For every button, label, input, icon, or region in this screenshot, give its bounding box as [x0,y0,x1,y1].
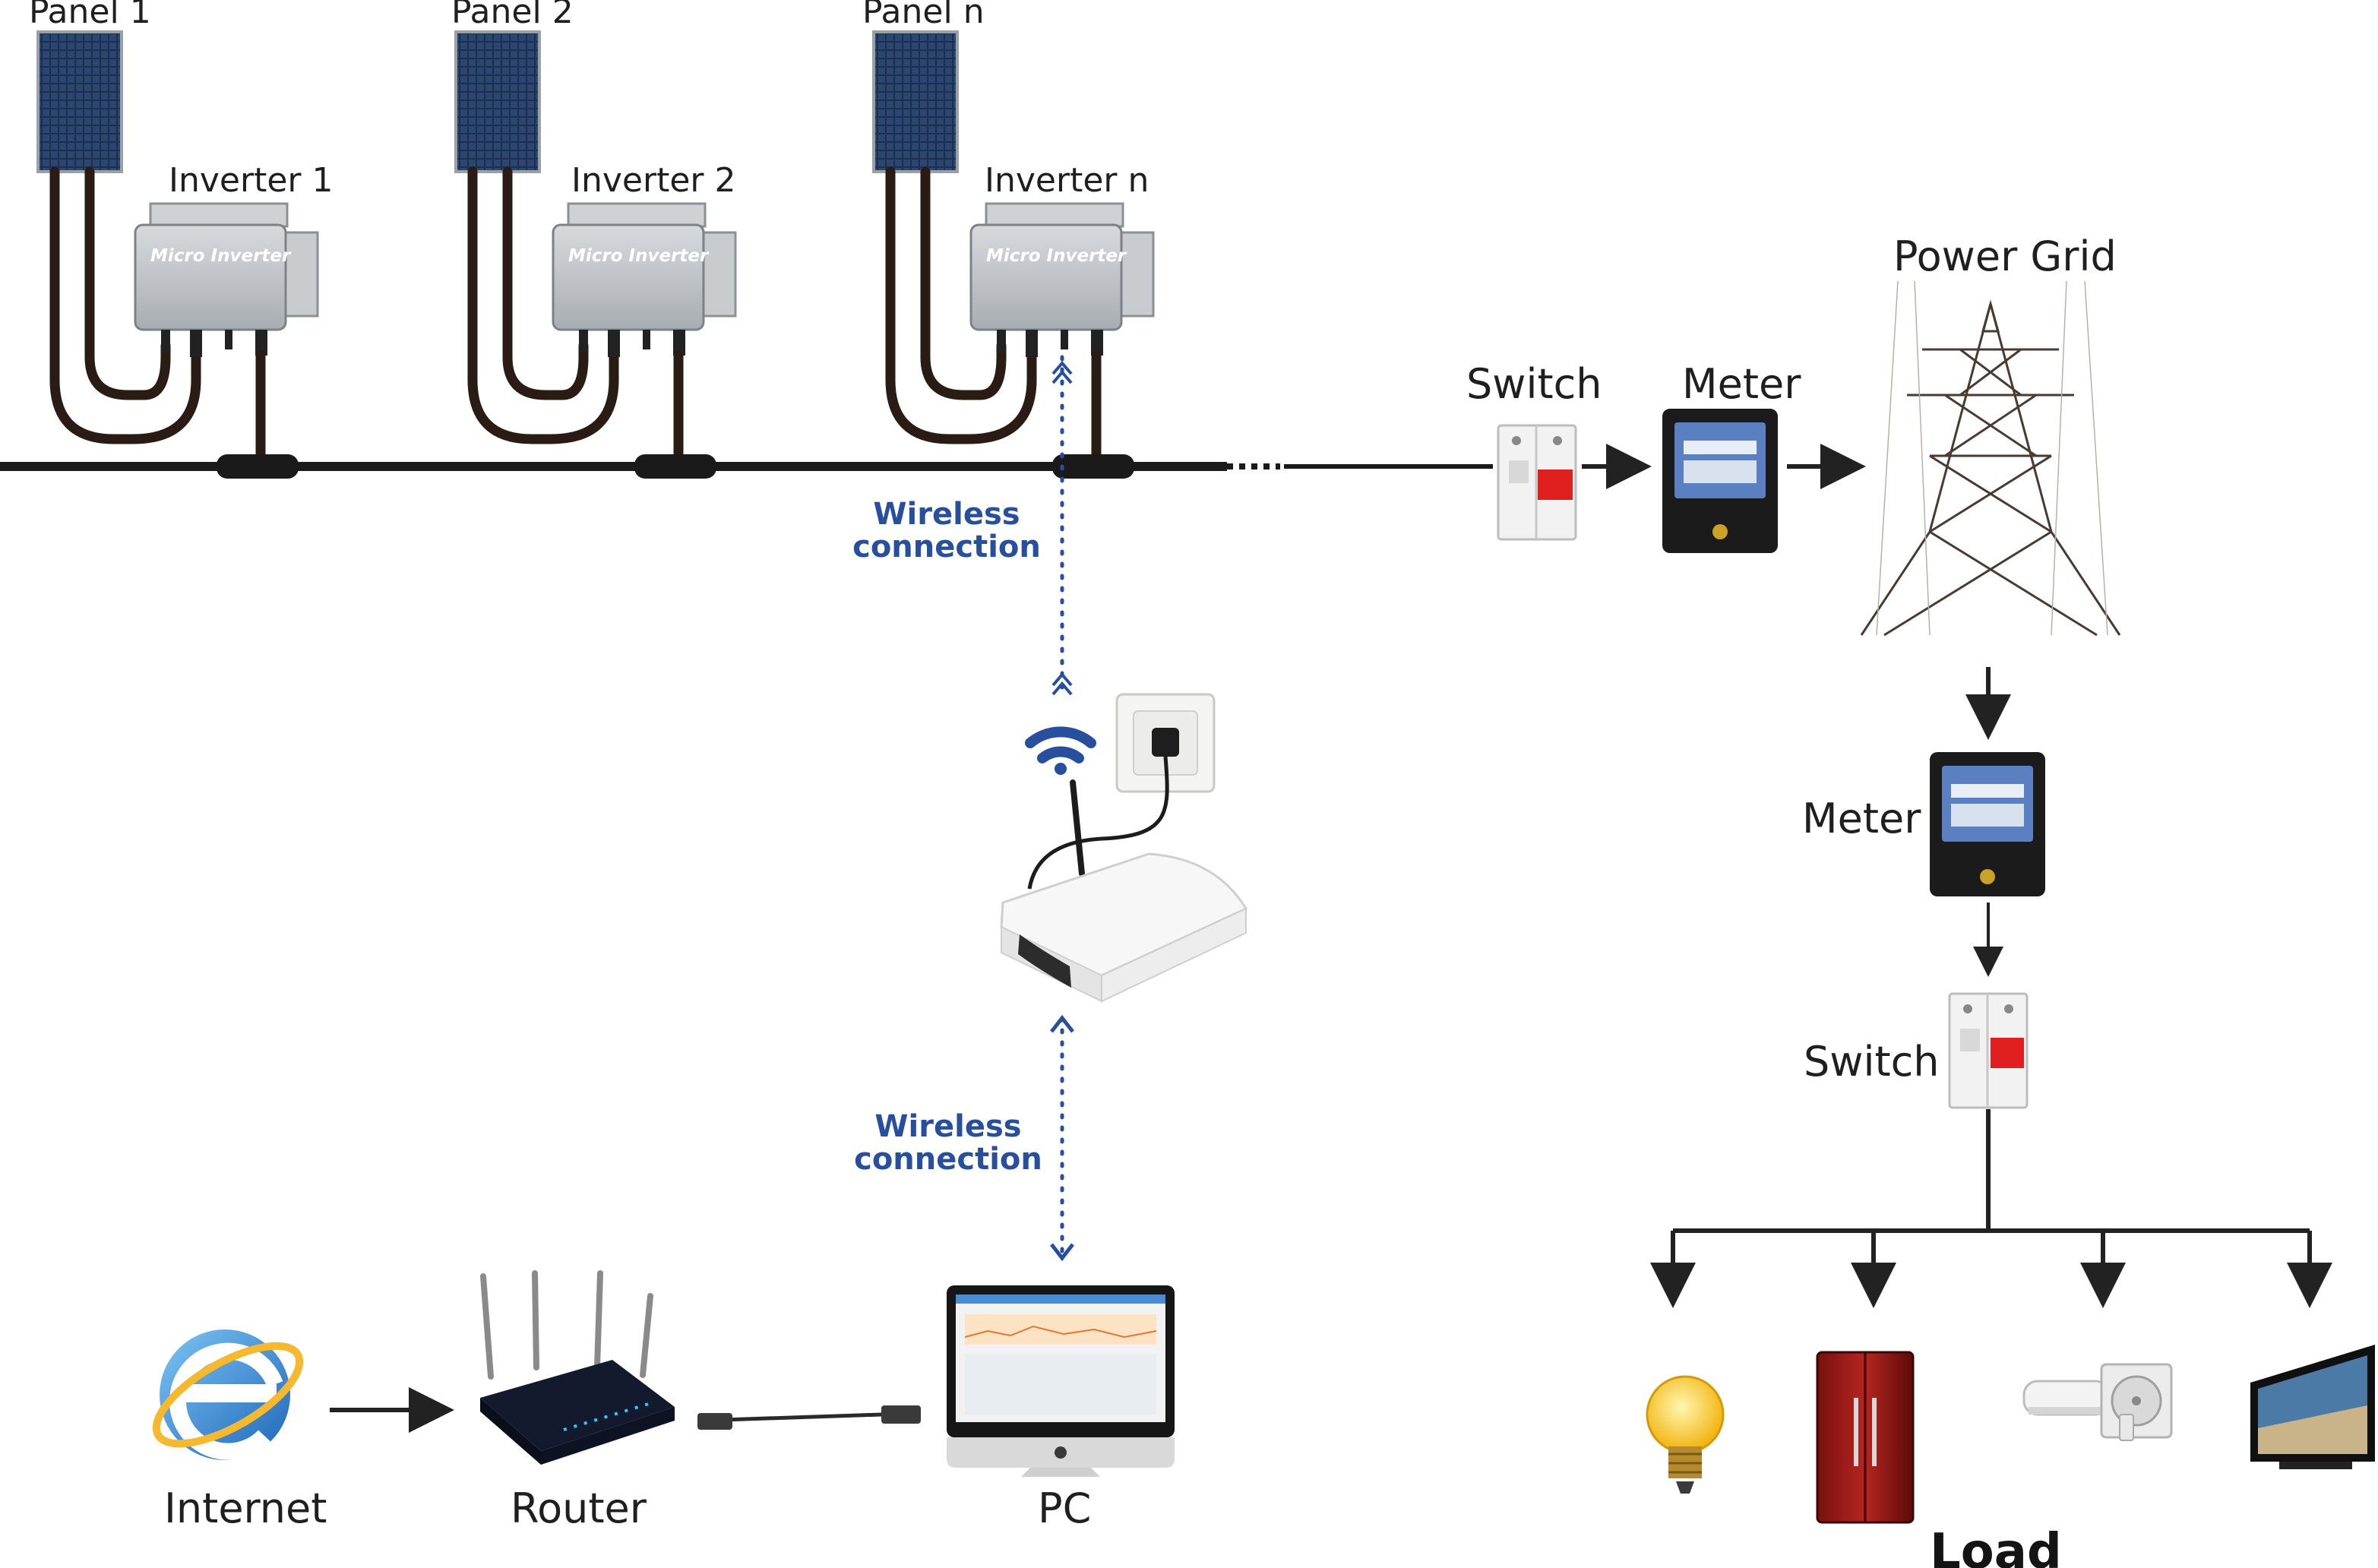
inverter-body-text: Micro Inverter [568,246,710,266]
micro-inverter-icon [552,202,737,357]
electric-meter-icon [1930,752,2045,896]
load-distribution-lines [1650,1109,2332,1308]
solar-unit-2: Micro Inverter [454,30,737,479]
power-grid-label: Power Grid [1893,232,2117,280]
wireless-link-bottom [1050,1014,1074,1262]
switch-breaker-icon [1497,424,1577,541]
wireless-label-bottom-line2: connection [854,1142,1042,1177]
power-grid-tower-icon [1860,280,2121,637]
t-connector [634,454,716,479]
solar-panel-icon [36,30,123,173]
inverter-body-text: Micro Inverter [150,246,292,266]
micro-inverter-icon [969,202,1155,357]
pc-label: PC [1038,1484,1091,1532]
inverter-1-label: Inverter 1 [169,161,333,200]
electric-meter-icon [1662,409,1778,553]
panel-1-label: Panel 1 [29,0,151,31]
switch-label: Switch [1466,360,1602,408]
panel-2-label: Panel 2 [451,0,574,31]
wireless-label-top-line2: connection [852,530,1041,564]
internet-explorer-icon [152,1329,304,1460]
micro-inverter-icon [134,202,319,357]
ethernet-cable [697,1405,921,1430]
load-label: Load [1930,1524,2062,1568]
meter-label: Meter [1682,360,1801,408]
internet-label: Internet [164,1484,327,1532]
router-label: Router [511,1484,647,1532]
light-bulb-icon [1646,1375,1725,1494]
t-connector [1052,454,1134,479]
switch-breaker-icon [1948,992,2029,1109]
television-icon [2250,1345,2375,1469]
wifi-icon [1025,726,1096,775]
solar-panel-icon [454,30,541,173]
panel-n-label: Panel n [862,0,985,31]
gateway-antenna [1070,779,1085,877]
solar-unit-1: Micro Inverter [36,30,319,479]
solar-unit-n: Micro Inverter [872,30,1155,479]
switch2-label: Switch [1804,1038,1940,1086]
wireless-link-top [1051,355,1073,696]
wifi-gateway-device [1000,852,1248,1003]
t-connector [217,454,299,479]
inverter-body-text: Micro Inverter [986,246,1127,266]
pc-monitor-icon [947,1285,1175,1477]
solar-panel-icon [872,30,959,173]
meter2-label: Meter [1802,795,1921,842]
air-conditioner-icon [2022,1363,2173,1441]
router-icon [480,1270,675,1465]
inverter-n-label: Inverter n [985,161,1149,200]
inverter-2-label: Inverter 2 [571,161,735,200]
wireless-label-bottom-line1: Wireless [874,1109,1021,1144]
refrigerator-icon [1816,1351,1915,1524]
wireless-label-top-line1: Wireless [873,497,1020,532]
